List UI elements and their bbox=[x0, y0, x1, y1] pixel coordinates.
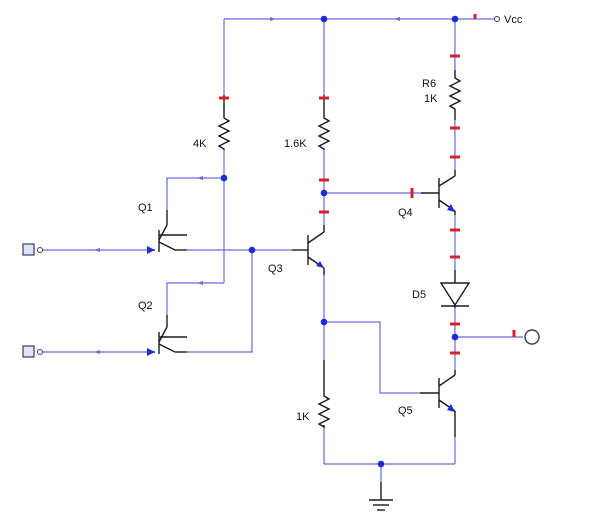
ground-symbol bbox=[369, 482, 393, 511]
output-terminal[interactable] bbox=[524, 329, 540, 345]
vcc-label: Vcc bbox=[504, 14, 523, 26]
transistor-q5 bbox=[420, 370, 456, 437]
r6-value-label: 1K bbox=[424, 93, 438, 105]
r6-name-label: R6 bbox=[422, 78, 436, 90]
q2-label: Q2 bbox=[138, 300, 153, 312]
transistor-q2 bbox=[147, 315, 187, 356]
resistor-1-6k bbox=[317, 95, 331, 150]
r-4k-label: 4K bbox=[193, 138, 207, 150]
transistor-q1 bbox=[147, 210, 187, 254]
wires bbox=[40, 18, 523, 482]
wire-arrows bbox=[94, 17, 400, 354]
labels: Vcc R6 1K 4K 1.6K 1K Q1 Q2 Q3 Q4 Q5 D5 bbox=[138, 14, 523, 423]
input-terminal-a[interactable] bbox=[22, 243, 43, 256]
q5-label: Q5 bbox=[398, 405, 413, 417]
q3-label: Q3 bbox=[268, 263, 283, 275]
resistor-4k bbox=[217, 95, 231, 150]
junctions bbox=[220, 15, 459, 468]
transistor-q3 bbox=[292, 225, 325, 275]
input-terminal-b[interactable] bbox=[22, 345, 43, 358]
diode-d5 bbox=[439, 270, 471, 308]
resistor-1k bbox=[317, 360, 331, 429]
q1-label: Q1 bbox=[138, 202, 153, 214]
r-1k-label: 1K bbox=[296, 411, 310, 423]
pin-markers bbox=[219, 14, 516, 355]
d5-label: D5 bbox=[412, 289, 426, 301]
resistor-r6 bbox=[448, 70, 462, 120]
transistor-q4 bbox=[421, 170, 456, 215]
q4-label: Q4 bbox=[398, 207, 413, 219]
vcc-terminal[interactable] bbox=[494, 16, 500, 22]
r-1-6k-label: 1.6K bbox=[284, 138, 307, 150]
